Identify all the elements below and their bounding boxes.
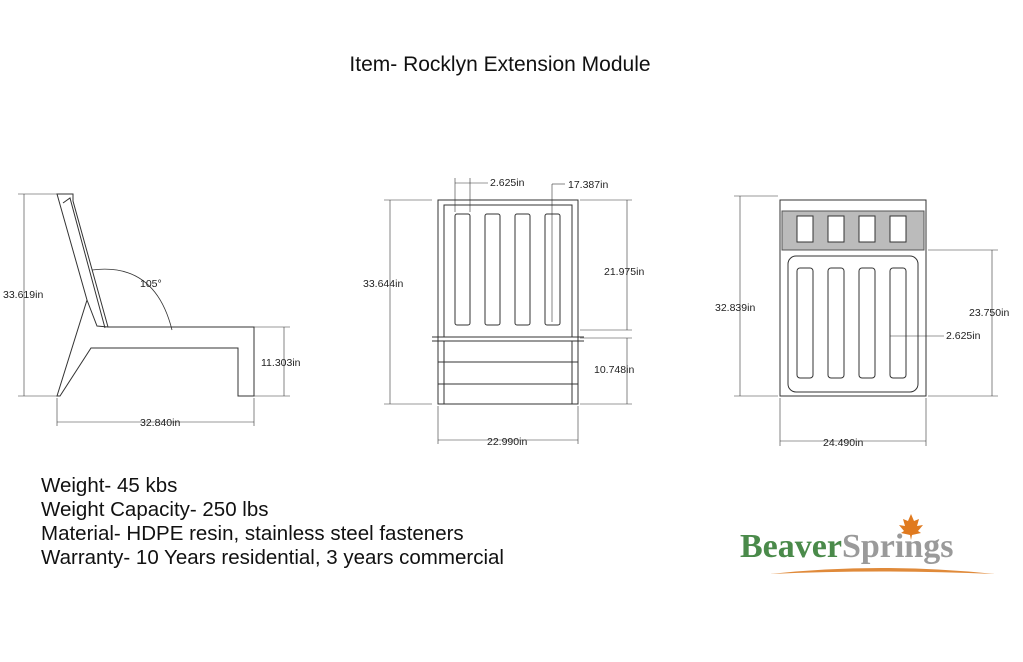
logo-swoosh [770,568,995,574]
front-back-height-label: 21.975in [604,266,644,278]
spec-material: Material- HDPE resin, stainless steel fa… [41,522,464,545]
front-seat-height-label: 10.748in [594,364,634,376]
front-inner-width-label: 17.387in [568,179,608,191]
spec-weight-capacity: Weight Capacity- 250 lbs [41,498,269,521]
logo-part-springs: Springs [842,528,954,565]
side-angle-label: 105° [140,278,162,290]
front-width-label: 22.990in [487,436,527,448]
maple-leaf-icon [899,514,923,540]
back-height-label: 32.839in [715,302,755,314]
svg-text:BeaverSprings: BeaverSprings [740,528,953,565]
side-seat-height-label: 11.303in [261,357,301,369]
back-slat-width-label: 2.625in [946,330,981,342]
front-height-label: 33.644in [363,278,403,290]
page-title: Item- Rocklyn Extension Module [349,53,651,76]
beaver-springs-logo: BeaverSprings [740,512,1000,582]
spec-weight: Weight- 45 kbs [41,474,178,497]
spec-warranty: Warranty- 10 Years residential, 3 years … [41,546,504,569]
back-view [734,195,998,446]
side-view [18,193,290,426]
back-width-label: 24.490in [823,437,863,449]
side-depth-label: 32.840in [140,417,180,429]
front-view [384,178,632,444]
side-height-label: 33.619in [3,289,43,301]
front-slat-width-label: 2.625in [490,177,525,189]
back-back-height-label: 23.750in [969,307,1009,319]
logo-part-beaver: Beaver [740,528,842,565]
